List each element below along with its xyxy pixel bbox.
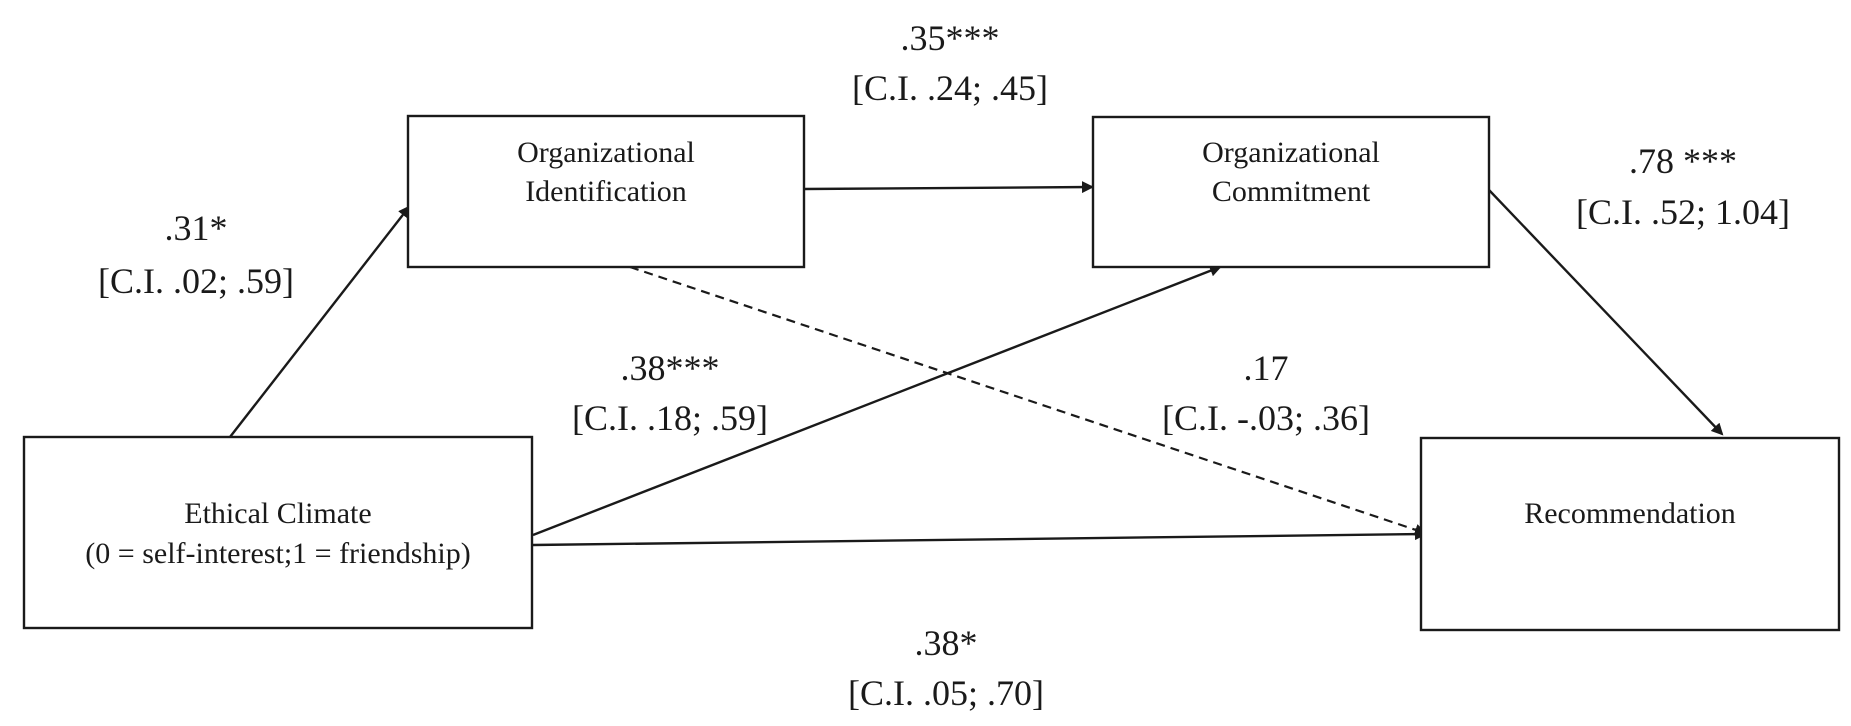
node-organizational-commitment: Organizational Commitment xyxy=(1091,115,1491,269)
path-confidence-interval: [C.I. .18; .59] xyxy=(572,398,768,438)
path-label-climate-to-recommendation: .38* [C.I. .05; .70] xyxy=(848,623,1044,713)
path-confidence-interval: [C.I. .05; .70] xyxy=(848,673,1044,713)
node-label: Identification xyxy=(525,175,687,208)
path-label-climate-to-commitment: .38*** [C.I. .18; .59] xyxy=(572,348,768,438)
path-confidence-interval: [C.I. .02; .59] xyxy=(98,261,294,301)
path-coefficient: .38* xyxy=(915,623,978,663)
path-coefficient: .35*** xyxy=(901,18,1000,58)
path-coefficient: .78 *** xyxy=(1629,141,1737,181)
node-label: Organizational xyxy=(517,136,695,169)
arrow-commitment-to-recommendation xyxy=(1488,189,1724,436)
path-label-identification-to-recommendation: .17 [C.I. -.03; .36] xyxy=(1162,348,1370,438)
node-label: Commitment xyxy=(1212,175,1371,208)
path-coefficient: .31* xyxy=(165,208,228,248)
node-label: Ethical Climate xyxy=(184,497,371,530)
arrow-identification-to-commitment xyxy=(803,181,1094,194)
path-confidence-interval: [C.I. .24; .45] xyxy=(852,68,1048,108)
arrow-climate-to-recommendation xyxy=(532,528,1427,547)
node-recommendation: Recommendation xyxy=(1419,436,1841,632)
node-label: Recommendation xyxy=(1524,497,1736,530)
path-label-climate-to-identification: .31* [C.I. .02; .59] xyxy=(98,208,294,301)
path-coefficient: .17 xyxy=(1244,348,1289,388)
node-ethical-climate: Ethical Climate (0 = self-interest;1 = f… xyxy=(22,435,534,630)
path-confidence-interval: [C.I. .52; 1.04] xyxy=(1576,192,1790,232)
dashed-arrow-identification-to-recommendation xyxy=(629,265,1427,536)
arrow-climate-to-identification xyxy=(229,205,411,438)
node-label: Organizational xyxy=(1202,136,1380,169)
path-label-identification-to-commitment: .35*** [C.I. .24; .45] xyxy=(852,18,1048,108)
node-label: (0 = self-interest;1 = friendship) xyxy=(85,537,470,570)
path-label-commitment-to-recommendation: .78 *** [C.I. .52; 1.04] xyxy=(1576,141,1790,232)
arrow-climate-to-commitment xyxy=(532,265,1222,537)
path-confidence-interval: [C.I. -.03; .36] xyxy=(1162,398,1370,438)
path-coefficient: .38*** xyxy=(621,348,720,388)
node-organizational-identification: Organizational Identification xyxy=(406,114,806,269)
